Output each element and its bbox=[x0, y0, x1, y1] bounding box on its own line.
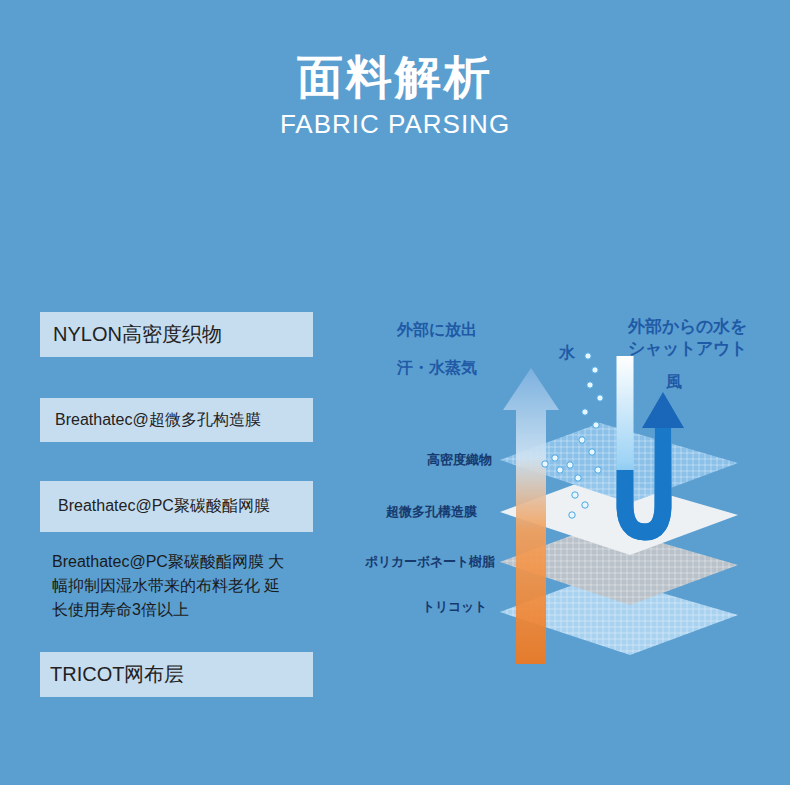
vapor-arrow bbox=[503, 368, 559, 664]
wind-label: 風 bbox=[666, 372, 696, 393]
layer-name: Breathatec@PC聚碳酸酯网膜 bbox=[58, 496, 270, 517]
page-title: 面料解析 bbox=[0, 48, 790, 108]
wind-arrowhead bbox=[642, 392, 684, 428]
layer-name: Breathatec@超微多孔构造膜 bbox=[55, 410, 261, 431]
water-drop bbox=[567, 462, 573, 468]
layer-label: トリコット bbox=[380, 599, 487, 616]
water-drop bbox=[542, 461, 548, 467]
page-subtitle: FABRIC PARSING bbox=[0, 108, 790, 142]
water-drop bbox=[582, 502, 588, 508]
water-stream bbox=[625, 356, 663, 532]
water-label: 水 bbox=[559, 343, 589, 364]
vapor-label: 汗・水蒸気 bbox=[397, 358, 517, 379]
layer-name-box: Breathatec@超微多孔构造膜 bbox=[40, 398, 313, 442]
water-drop bbox=[579, 437, 585, 443]
water-drop bbox=[585, 353, 591, 359]
water-drop bbox=[572, 492, 578, 498]
water-drop bbox=[592, 367, 598, 373]
water-drop bbox=[582, 409, 588, 415]
layer-name-box: Breathatec@PC聚碳酸酯网膜 bbox=[40, 481, 313, 532]
water-drop bbox=[575, 475, 581, 481]
layer-name-box: TRICOT网布层 bbox=[40, 652, 313, 697]
layer-label: 高密度織物 bbox=[380, 452, 492, 469]
water-drop bbox=[552, 455, 558, 461]
layer-name: NYLON高密度织物 bbox=[53, 321, 222, 348]
water-drop bbox=[557, 467, 563, 473]
water-drop bbox=[587, 382, 593, 388]
water-drop bbox=[569, 512, 575, 518]
vapor-out-label: 外部に放出 bbox=[397, 320, 517, 341]
water-droplets bbox=[542, 353, 603, 518]
water-drop bbox=[593, 422, 599, 428]
shutout-label: 外部からの水を シャットアウト bbox=[628, 316, 755, 360]
water-drop bbox=[589, 449, 595, 455]
layer-label: 超微多孔構造膜 bbox=[340, 504, 477, 521]
water-bounce bbox=[625, 425, 663, 532]
layer-label: ポリカーボネート樹脂 bbox=[320, 554, 495, 571]
water-drop bbox=[597, 395, 603, 401]
water-drop bbox=[595, 467, 601, 473]
feature-note: Breathatec@PC聚碳酸酯网膜 大幅抑制因湿水带来的布料老化 延长使用寿… bbox=[52, 550, 290, 622]
layer-name: TRICOT网布层 bbox=[50, 661, 184, 688]
layer-name-box: NYLON高密度织物 bbox=[40, 312, 313, 357]
